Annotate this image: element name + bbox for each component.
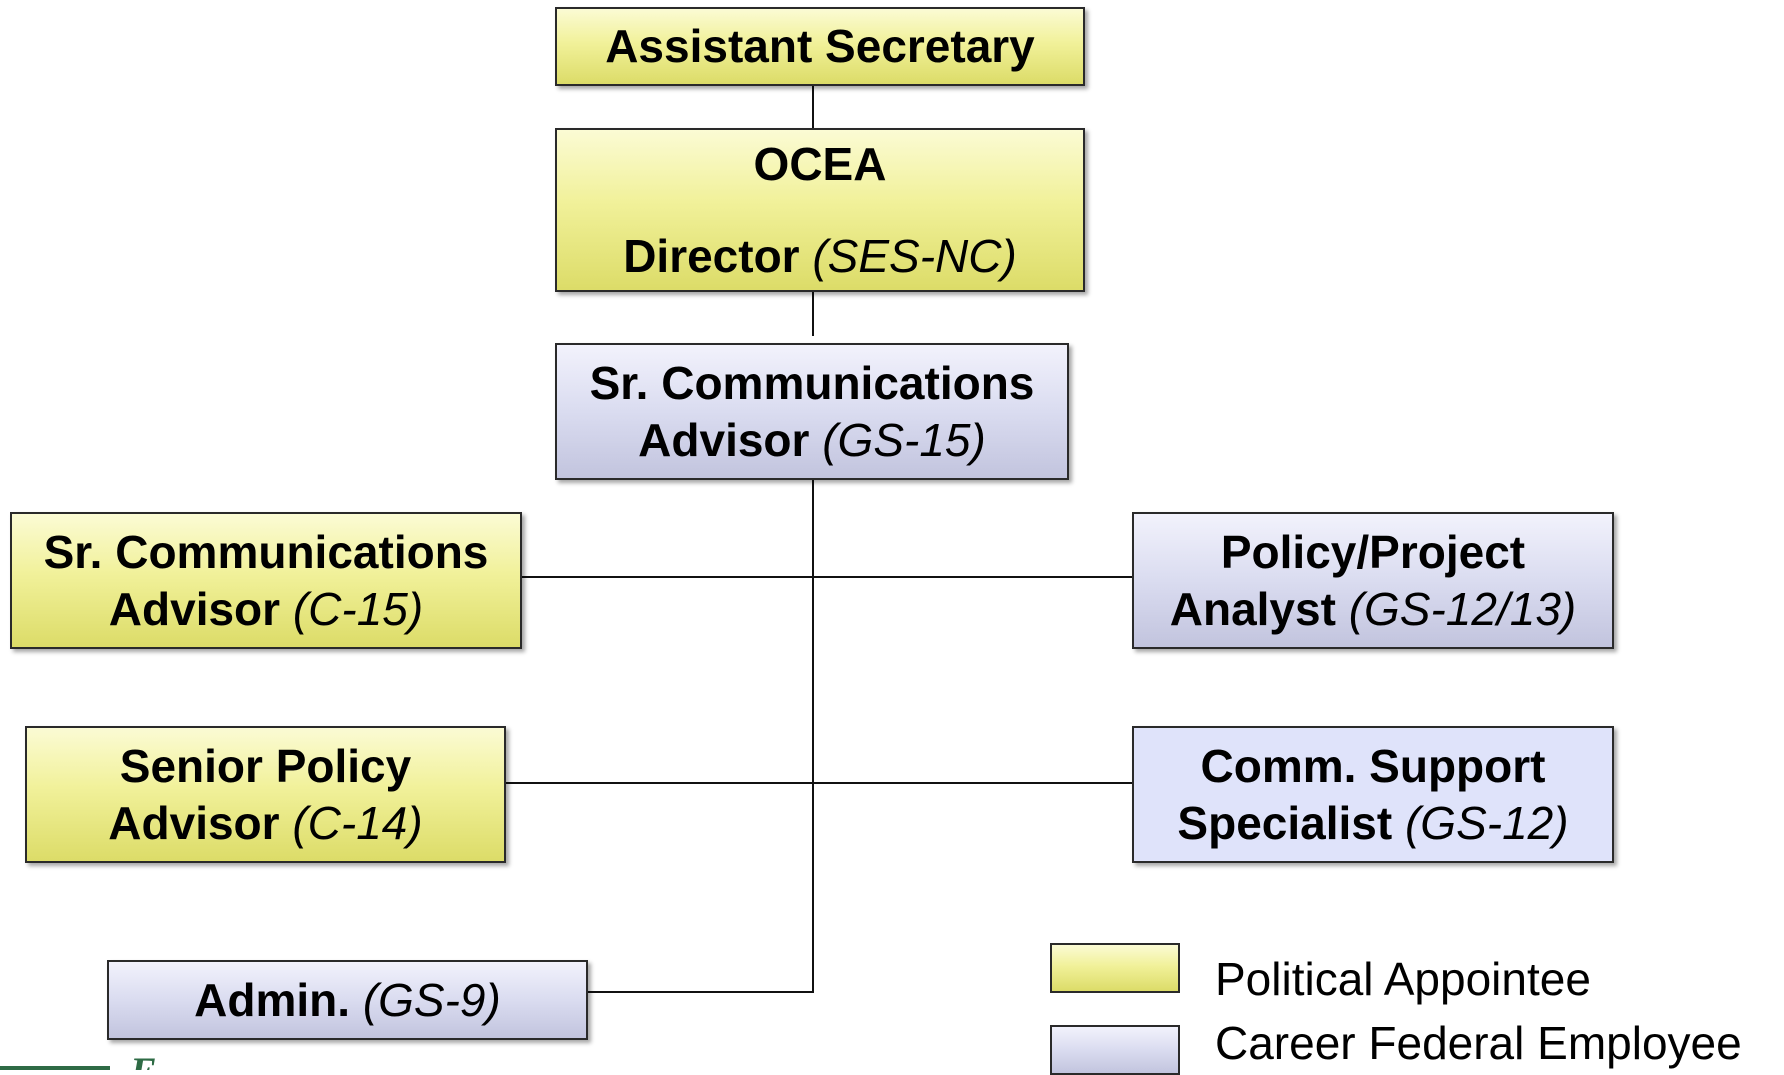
- node-senior-policy-advisor: Senior Policy Advisor (C-14): [25, 726, 506, 863]
- node-grade: (C-14): [292, 796, 423, 849]
- node-grade: (C-15): [292, 582, 424, 635]
- node-title-line1: Comm. Support: [1200, 740, 1546, 793]
- node-title: Admin.: [194, 973, 351, 1026]
- node-title-line2: Advisor: [108, 796, 280, 849]
- node-title-line2: Advisor: [638, 413, 810, 466]
- connector-row1-horizontal: [522, 576, 1132, 578]
- node-sr-comm-advisor-gs15: Sr. Communications Advisor (GS-15): [555, 343, 1069, 480]
- node-sr-comm-advisor-c15: Sr. Communications Advisor (C-15): [10, 512, 522, 649]
- legend-swatch-political: [1050, 943, 1180, 993]
- legend-label-political: Political Appointee: [1215, 953, 1591, 1005]
- connector-main-vertical: [812, 480, 814, 992]
- node-org: OCEA: [753, 137, 887, 190]
- node-comm-support-specialist: Comm. Support Specialist (GS-12): [1132, 726, 1614, 863]
- node-title: Assistant Secretary: [605, 20, 1035, 73]
- node-title-line2-wrap: Advisor (GS-15): [638, 412, 986, 468]
- legend-swatch-career: [1050, 1025, 1180, 1075]
- node-grade: (SES-NC): [812, 230, 1017, 282]
- connector-admin-horizontal: [588, 991, 814, 993]
- node-grade: (GS-9): [362, 973, 501, 1026]
- connector-asst-to-director: [812, 86, 814, 128]
- connector-director-to-sr-advisor: [812, 292, 814, 336]
- node-grade: (GS-12): [1404, 796, 1569, 849]
- logo-letter: E: [130, 1052, 174, 1070]
- logo-fragment: E: [130, 1052, 174, 1070]
- connector-row2-horizontal: [506, 782, 1132, 784]
- node-title-line2-wrap: Advisor (C-15): [109, 581, 423, 637]
- node-title-line2: Advisor: [108, 582, 281, 635]
- node-title-line1: Policy/Project: [1220, 526, 1526, 579]
- node-title: Director: [623, 230, 800, 282]
- legend-label-career: Career Federal Employee: [1215, 1017, 1742, 1069]
- node-title-line-wrap: Admin. (GS-9): [194, 972, 501, 1028]
- node-policy-project-analyst: Policy/Project Analyst (GS-12/13): [1132, 512, 1614, 649]
- node-title-line2: Specialist: [1177, 796, 1393, 849]
- node-title-line: Director (SES-NC): [623, 228, 1017, 284]
- node-grade: (GS-15): [822, 413, 986, 466]
- node-title-line1: Sr. Communications: [589, 357, 1035, 410]
- node-title-line2: Analyst: [1169, 582, 1336, 635]
- node-title-line1: Sr. Communications: [43, 526, 489, 579]
- node-grade: (GS-12/13): [1348, 582, 1577, 635]
- logo-bar: [0, 1066, 110, 1070]
- node-ocea-director: OCEA Director (SES-NC): [555, 128, 1085, 292]
- node-assistant-secretary: Assistant Secretary: [555, 7, 1085, 86]
- node-title-line2-wrap: Specialist (GS-12): [1177, 795, 1568, 851]
- node-title-line2-wrap: Analyst (GS-12/13): [1170, 581, 1576, 637]
- node-title-line1: Senior Policy: [119, 740, 412, 793]
- node-title-line2-wrap: Advisor (C-14): [108, 795, 422, 851]
- node-admin: Admin. (GS-9): [107, 960, 588, 1040]
